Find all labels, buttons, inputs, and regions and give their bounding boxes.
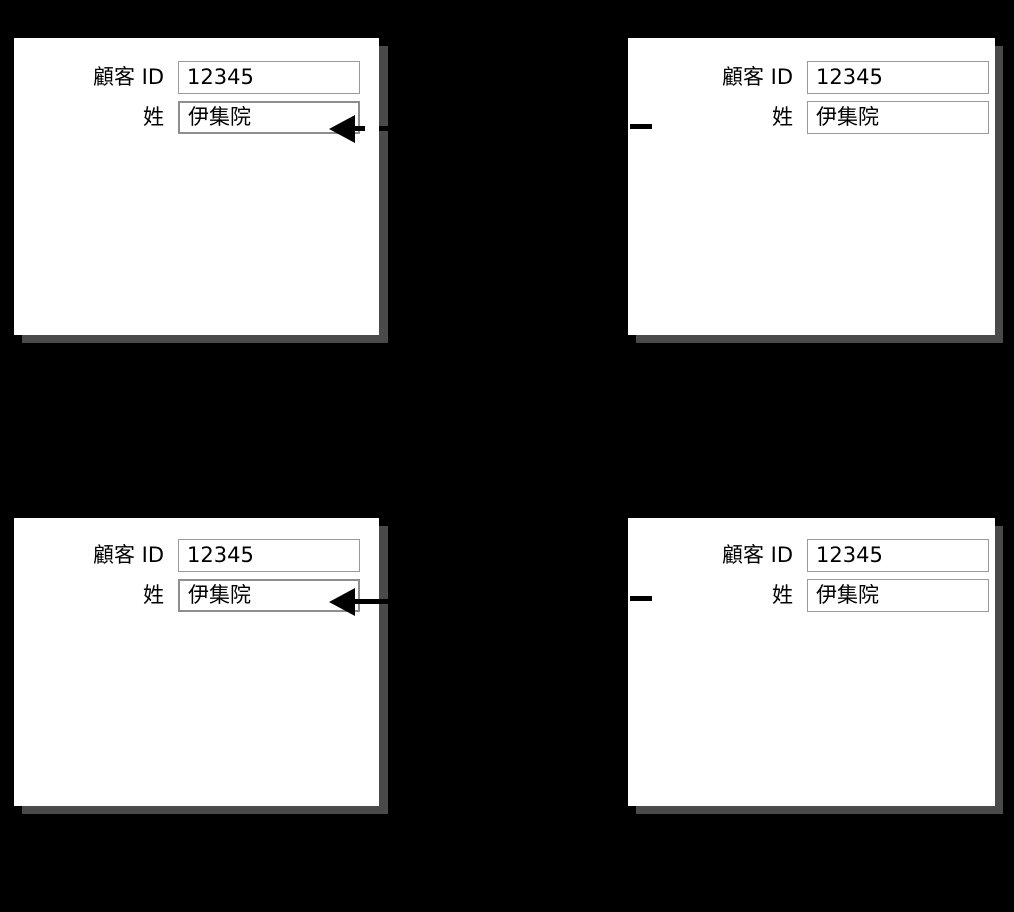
form-row-customer-id: 顧客 ID 12345 (628, 539, 995, 572)
surname-label: 姓 (143, 105, 164, 129)
surname-label: 姓 (772, 105, 793, 129)
focus-arrow-line (355, 599, 393, 604)
surname-label: 姓 (143, 583, 164, 607)
form-row-customer-id: 顧客 ID 12345 (628, 61, 995, 94)
form-row-customer-id: 顧客 ID 12345 (14, 61, 379, 94)
focus-arrow-line (355, 126, 365, 131)
surname-input[interactable]: 伊集院 (807, 101, 989, 134)
customer-id-input[interactable]: 12345 (807, 539, 989, 572)
surname-label: 姓 (772, 583, 793, 607)
customer-id-input[interactable]: 12345 (178, 539, 360, 572)
connector-stub-left (630, 124, 652, 129)
customer-id-label: 顧客 ID (92, 65, 164, 89)
connector-stub-left (630, 596, 652, 601)
surname-input[interactable]: 伊集院 (807, 579, 989, 612)
customer-id-input[interactable]: 12345 (178, 61, 360, 94)
form-row-customer-id: 顧客 ID 12345 (14, 539, 379, 572)
form-row-surname: 姓 伊集院 (628, 579, 995, 612)
form-row-surname: 姓 伊集院 (628, 101, 995, 134)
focus-arrow-icon (329, 588, 355, 616)
connector-stub-right (379, 126, 393, 131)
focus-arrow-icon (329, 115, 355, 143)
customer-id-label: 顧客 ID (721, 65, 793, 89)
form-row-surname: 姓 伊集院 (14, 101, 379, 134)
customer-id-input[interactable]: 12345 (807, 61, 989, 94)
customer-id-label: 顧客 ID (721, 543, 793, 567)
customer-id-label: 顧客 ID (92, 543, 164, 567)
form-row-surname: 姓 伊集院 (14, 579, 379, 612)
